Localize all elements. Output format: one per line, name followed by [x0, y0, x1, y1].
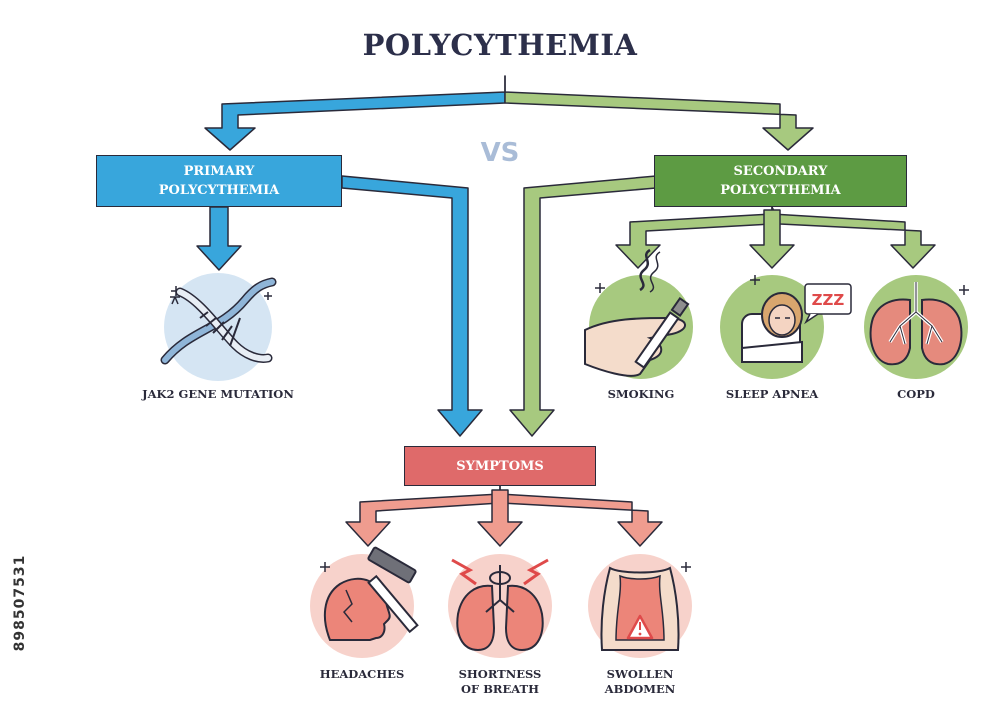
lungs-icon [864, 275, 969, 379]
secondary-polycythemia-box: SECONDARY POLYCYTHEMIA [654, 155, 907, 207]
primary-label-line1: PRIMARY [183, 164, 255, 179]
shortness-label-line2: OF BREATH [461, 682, 539, 696]
copd-label: COPD [897, 387, 935, 401]
headache-icon [310, 546, 419, 658]
secondary-label-line1: SECONDARY [733, 164, 828, 179]
primary-label-line2: POLYCYTHEMIA [158, 183, 280, 198]
jak2-label: JAK2 GENE MUTATION [142, 387, 294, 401]
symptoms-label: SYMPTOMS [456, 458, 544, 474]
swollen-abdomen-label: SWOLLEN ABDOMEN [590, 667, 690, 697]
cigarette-hand-icon [584, 248, 693, 379]
primary-to-symptoms-arrow [341, 175, 483, 437]
swollen-abdomen-icon [588, 554, 692, 658]
vs-label: VS [480, 138, 520, 168]
dna-icon [160, 273, 277, 381]
lungs-breath-icon [448, 554, 552, 658]
secondary-to-symptoms-arrow [509, 175, 657, 437]
top-blue-arrow [204, 75, 506, 151]
sleeping-person-icon: ZZZ [720, 275, 852, 379]
zzz-badge: ZZZ [812, 291, 845, 309]
secondary-branch-arrows [615, 206, 936, 269]
top-green-arrow [504, 75, 814, 151]
primary-down-arrow [196, 206, 242, 271]
primary-polycythemia-box: PRIMARY POLYCYTHEMIA [96, 155, 342, 207]
symptoms-box: SYMPTOMS [404, 446, 596, 486]
diagram-title: POLYCYTHEMIA [362, 28, 638, 62]
swollen-label-line2: ABDOMEN [604, 682, 676, 696]
stock-id-text: 898507531 [12, 554, 28, 652]
headaches-label: HEADACHES [312, 667, 412, 682]
secondary-label-line2: POLYCYTHEMIA [720, 183, 841, 198]
sleep-apnea-label: SLEEP APNEA [725, 387, 819, 401]
swollen-label-line1: SWOLLEN [606, 667, 674, 681]
stock-id-watermark: 898507531 [10, 490, 30, 720]
symptoms-branch-arrows [345, 485, 663, 547]
smoking-label: SMOKING [607, 387, 675, 401]
shortness-of-breath-label: SHORTNESS OF BREATH [450, 667, 550, 697]
shortness-label-line1: SHORTNESS [458, 667, 542, 681]
headaches-label-line1: HEADACHES [319, 667, 405, 681]
